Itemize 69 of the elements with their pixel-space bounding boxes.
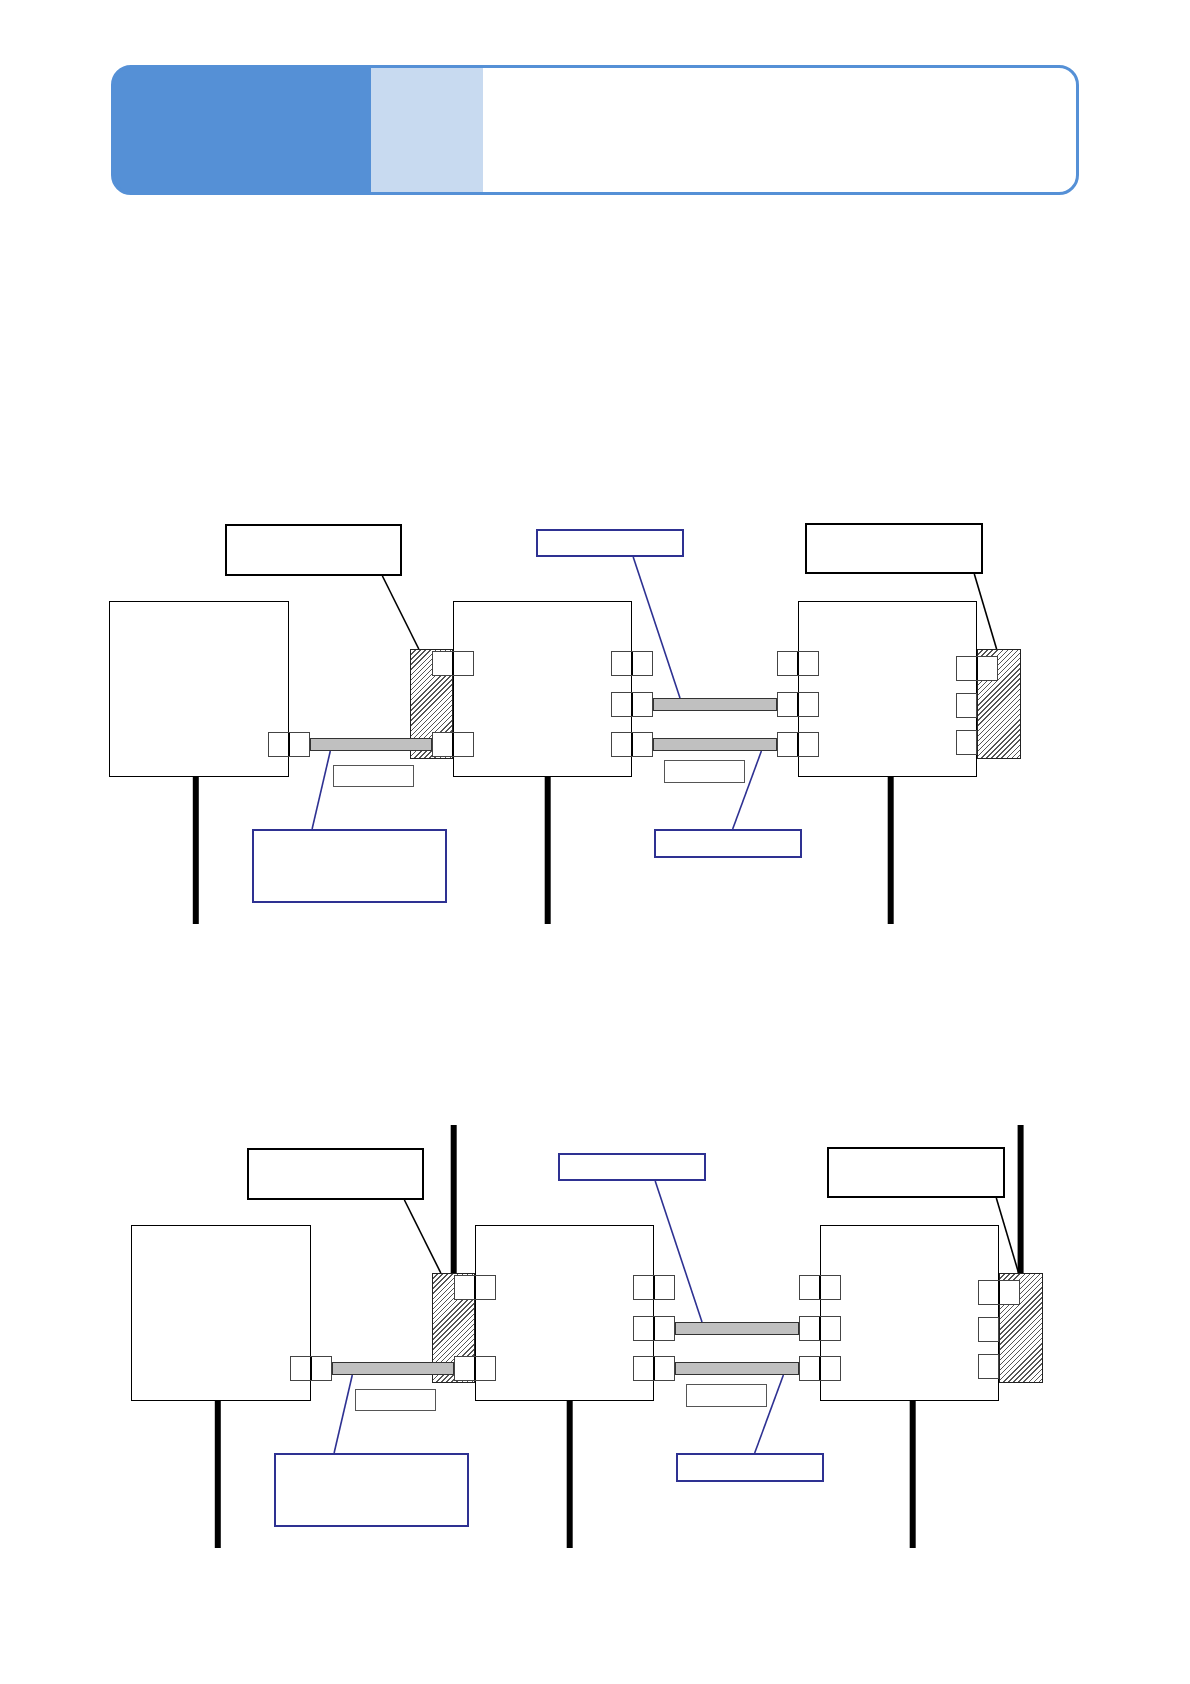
callout-box: [274, 1453, 469, 1527]
cable: [332, 1362, 454, 1375]
cable: [653, 698, 777, 711]
leader-line: [731, 750, 763, 830]
device-box: [453, 601, 632, 777]
port: [955, 692, 977, 718]
callout-box: [805, 523, 983, 574]
device-box: [820, 1225, 999, 1401]
device-box: [475, 1225, 654, 1401]
port: [611, 732, 653, 757]
port: [611, 692, 653, 717]
cable: [310, 738, 432, 751]
header-banner: [111, 65, 1079, 195]
port: [290, 1356, 332, 1381]
port: [978, 1280, 1020, 1305]
port: [633, 1275, 675, 1300]
port: [777, 732, 819, 757]
device-box: [131, 1225, 311, 1401]
leader-line: [654, 1180, 703, 1323]
port: [777, 651, 819, 676]
label-box: [686, 1384, 767, 1407]
port: [977, 1316, 999, 1342]
leader-line: [753, 1374, 785, 1454]
cable: [675, 1362, 799, 1375]
callout-box: [558, 1153, 706, 1181]
device-box: [109, 601, 289, 777]
leader-line: [995, 1197, 1020, 1274]
port: [268, 732, 310, 757]
port: [956, 656, 998, 681]
device-box: [798, 601, 977, 777]
label-box: [355, 1389, 436, 1411]
callout-box: [654, 829, 802, 858]
cable: [675, 1322, 799, 1335]
port: [432, 651, 474, 676]
port: [432, 732, 474, 757]
leader-line: [632, 556, 681, 699]
port: [611, 651, 653, 676]
port: [777, 692, 819, 717]
thick-line: [566, 1401, 573, 1548]
leader-line: [333, 1374, 354, 1454]
port: [799, 1356, 841, 1381]
thick-line: [192, 777, 199, 924]
port: [799, 1275, 841, 1300]
callout-box: [247, 1148, 424, 1200]
callout-box: [252, 829, 447, 903]
thick-line: [1017, 1125, 1024, 1273]
thick-line: [450, 1125, 457, 1273]
port: [633, 1316, 675, 1341]
label-box: [664, 760, 745, 783]
callout-box: [536, 529, 684, 557]
thick-line: [909, 1401, 916, 1548]
thick-line: [544, 777, 551, 924]
port: [454, 1356, 496, 1381]
port: [454, 1275, 496, 1300]
port: [955, 729, 977, 755]
leader-line: [973, 573, 998, 650]
callout-box: [225, 524, 402, 576]
port: [799, 1316, 841, 1341]
port: [633, 1356, 675, 1381]
callout-box: [676, 1453, 824, 1482]
leader-line: [311, 750, 332, 830]
cable: [653, 738, 777, 751]
thick-line: [214, 1401, 221, 1548]
thick-line: [887, 777, 894, 924]
leader-line: [403, 1199, 442, 1274]
callout-box: [827, 1147, 1005, 1198]
label-box: [333, 765, 414, 787]
port: [977, 1353, 999, 1379]
leader-line: [381, 575, 420, 650]
